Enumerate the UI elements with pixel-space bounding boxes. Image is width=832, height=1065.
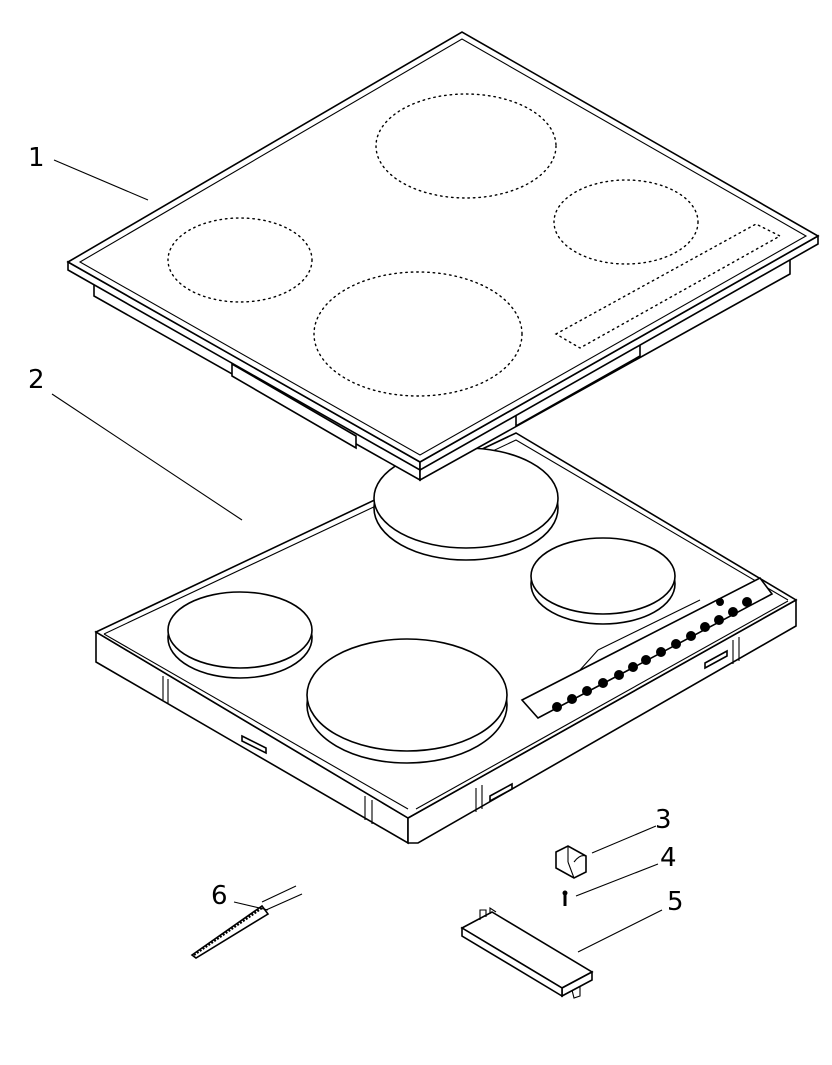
control-knob (671, 639, 681, 649)
control-strip (520, 576, 774, 720)
cooking-zone-front (313, 271, 523, 397)
callout-5: 5 (667, 887, 684, 917)
control-knob (742, 597, 752, 607)
heating-plate-front (306, 638, 508, 764)
heating-plate-left (167, 591, 313, 679)
control-knob (614, 670, 624, 680)
control-knob (716, 598, 724, 606)
bracket-part (460, 906, 594, 999)
callout-4: 4 (660, 843, 677, 873)
control-knob (714, 615, 724, 625)
callout-3: 3 (655, 805, 672, 835)
control-knob (700, 622, 710, 632)
control-knob (628, 662, 638, 672)
heating-plate-right (530, 537, 676, 625)
callout-6: 6 (211, 881, 228, 911)
clip-part (555, 845, 587, 879)
control-knob (656, 647, 666, 657)
leader-lines (51, 159, 663, 953)
control-knob (567, 694, 577, 704)
hob-base (94, 432, 798, 845)
glass-cooktop-surface (66, 31, 820, 463)
control-knob (582, 686, 592, 696)
control-knob (641, 655, 651, 665)
control-knob (686, 631, 696, 641)
glass-cooktop (66, 31, 820, 482)
control-panel-area (554, 223, 782, 349)
cooking-zone-left (167, 217, 313, 303)
control-knob (598, 678, 608, 688)
cooking-zone-rear (375, 93, 557, 199)
callout-1: 1 (28, 143, 45, 173)
cable-part (190, 885, 303, 959)
callout-2: 2 (28, 365, 45, 395)
cooking-zone-right (553, 179, 699, 265)
control-knob (552, 702, 562, 712)
control-knob (728, 607, 738, 617)
screw-part (562, 890, 568, 906)
